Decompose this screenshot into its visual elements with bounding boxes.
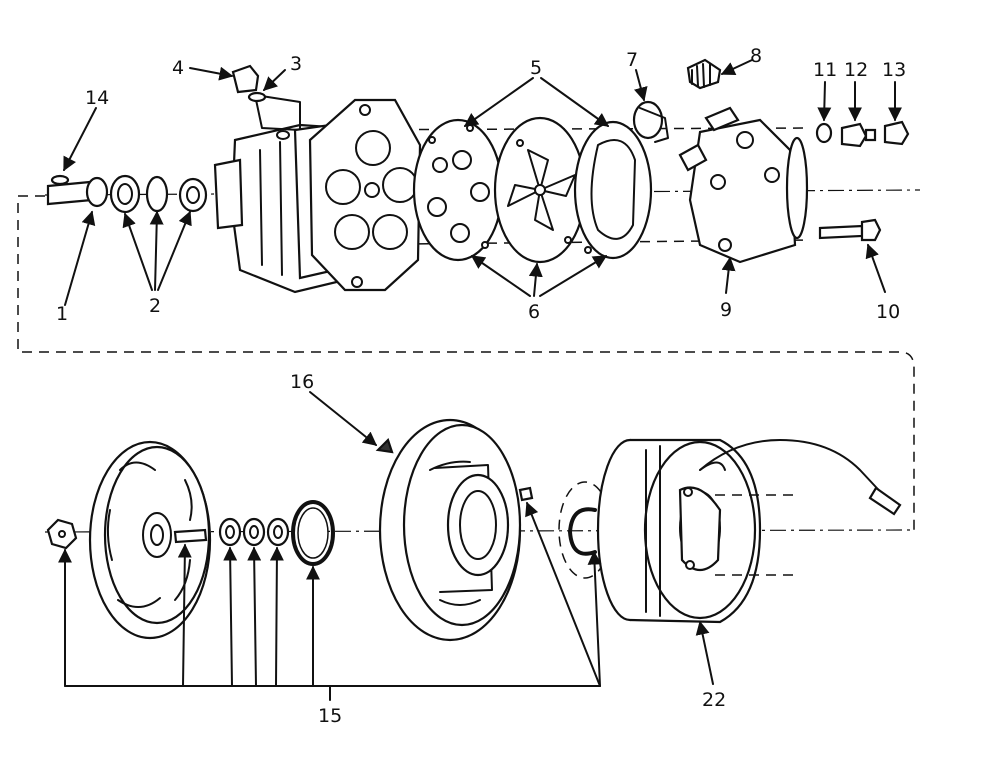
dust-cap-8 — [686, 58, 722, 90]
callout-13: 13 — [882, 59, 906, 81]
callout-14: 14 — [85, 87, 109, 109]
callout-6: 6 — [528, 301, 540, 323]
callout-3: 3 — [290, 53, 302, 75]
leader-lines — [58, 59, 902, 701]
callout-9: 9 — [720, 299, 732, 321]
rear-head-9 — [678, 106, 809, 264]
callout-12: 12 — [844, 59, 868, 81]
callout-7: 7 — [626, 49, 638, 71]
callout-11: 11 — [813, 59, 837, 81]
seal-set-2 — [109, 174, 208, 214]
callout-10: 10 — [876, 301, 900, 323]
seal-ring-14 — [50, 174, 70, 186]
field-coil-22 — [596, 438, 902, 624]
valve-plate — [493, 116, 587, 264]
snap-ring — [291, 500, 335, 566]
pulley-16 — [375, 418, 534, 642]
callout-5: 5 — [530, 57, 542, 79]
valve-gasket — [412, 118, 504, 262]
shim-set — [218, 517, 290, 547]
callout-1: 1 — [56, 303, 68, 325]
lower-assembly — [44, 418, 916, 642]
callout-15: 15 — [318, 705, 342, 727]
shaft — [46, 176, 109, 208]
callout-16: 16 — [290, 371, 314, 393]
nut-4 — [231, 64, 260, 94]
connection-route — [17, 195, 915, 530]
cylinder-head — [308, 98, 422, 292]
callout-22: 22 — [702, 689, 726, 711]
callout-labels: 1 2 3 4 5 6 7 8 9 10 11 12 13 14 15 16 2… — [56, 45, 906, 727]
fitting-12 — [840, 122, 877, 148]
bolt-10 — [818, 218, 882, 242]
cap-13 — [883, 120, 910, 146]
o-ring-3 — [247, 91, 267, 103]
callout-2: 2 — [149, 295, 161, 317]
reed-gasket — [573, 120, 653, 260]
callout-8: 8 — [750, 45, 762, 67]
upper-assembly — [44, 58, 921, 294]
service-valve-7 — [632, 100, 669, 143]
clutch-plate — [88, 440, 212, 640]
callout-4: 4 — [172, 57, 184, 79]
washer-11 — [815, 122, 833, 144]
